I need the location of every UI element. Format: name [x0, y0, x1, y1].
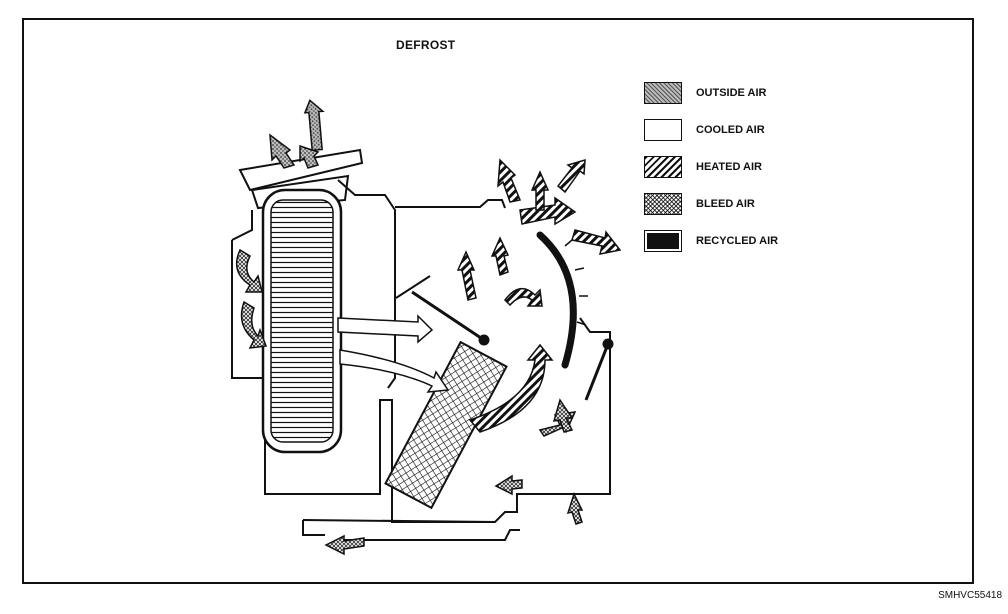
cooled-air-arrows [337, 314, 450, 393]
legend-label: RECYCLED AIR [696, 235, 779, 247]
evaporator-core [261, 188, 343, 454]
air-intake [238, 148, 364, 210]
recirculation-duct [536, 231, 588, 369]
cooled-air-swatch [644, 119, 682, 141]
outside-air-swatch [644, 82, 682, 104]
figure-frame [22, 18, 974, 584]
figure-id: SMHVC55418 [938, 590, 1002, 601]
heater-core [384, 340, 508, 510]
legend-item-recycled-air: RECYCLED AIR [644, 230, 824, 254]
heated-air-swatch [644, 156, 682, 178]
outlet-arrows [324, 398, 584, 556]
recycled-air-swatch [644, 230, 682, 252]
legend-label: HEATED AIR [696, 161, 762, 173]
legend-label: BLEED AIR [696, 198, 755, 210]
legend-item-bleed-air: BLEED AIR [644, 193, 824, 217]
diagram-title: DEFROST [396, 38, 456, 52]
blend-door [395, 275, 490, 346]
bleed-air-swatch [644, 193, 682, 215]
outside-air-arrows [269, 99, 325, 169]
legend-item-outside-air: OUTSIDE AIR [644, 82, 824, 106]
legend-item-cooled-air: COOLED AIR [644, 119, 824, 143]
mode-door [584, 338, 614, 401]
legend-label: COOLED AIR [696, 124, 765, 136]
legend-label: OUTSIDE AIR [696, 87, 767, 99]
heated-air-arrows [456, 158, 622, 433]
legend-item-heated-air: HEATED AIR [644, 156, 824, 180]
